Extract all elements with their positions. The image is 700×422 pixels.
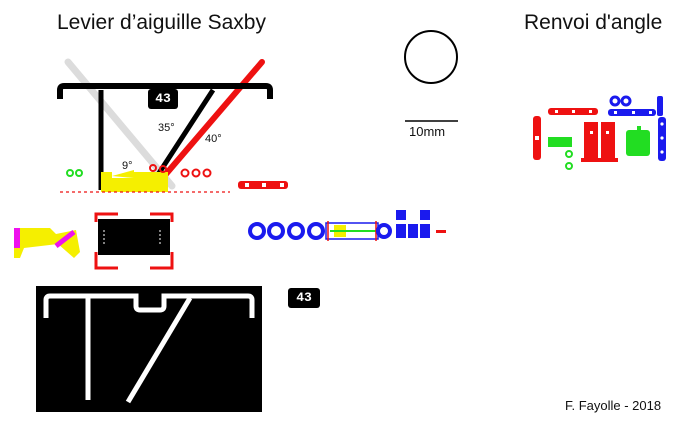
base-pin-ring — [149, 164, 157, 172]
red-bracket — [94, 252, 118, 270]
title-saxby-lever: Levier d’aiguille Saxby — [57, 11, 266, 34]
blue-ring — [609, 95, 621, 107]
lever-frame-arch — [57, 83, 273, 99]
angle-label-35: 35° — [158, 122, 175, 134]
template-frame-outline — [43, 293, 255, 318]
blue-washer — [267, 222, 285, 240]
lever-frame-template — [36, 286, 262, 412]
black-lever-box — [98, 219, 170, 255]
green-ring — [565, 150, 573, 158]
blue-ring — [620, 95, 632, 107]
scale-label: 10mm — [409, 124, 446, 139]
blue-washer — [307, 222, 325, 240]
red-ring — [202, 168, 212, 178]
red-bracket — [150, 252, 174, 270]
yellow-base-part — [14, 228, 80, 258]
red-bar — [584, 122, 598, 162]
red-pin — [436, 230, 446, 233]
blue-post — [657, 96, 663, 116]
blue-block — [408, 224, 418, 238]
green-ring — [565, 162, 573, 170]
lever-number-plate-template: 43 — [288, 288, 320, 308]
saxby-lever-assembly — [57, 58, 288, 193]
blue-washer — [376, 223, 392, 239]
angle-bellcrank-parts — [533, 95, 666, 170]
credit-text: F. Fayolle - 2018 — [565, 398, 662, 413]
red-bracket — [150, 212, 174, 222]
title-angle-bellcrank: Renvoi d'angle — [524, 11, 663, 34]
blue-washer — [287, 222, 305, 240]
lever-number-plate: 43 — [148, 89, 178, 109]
scale-circle — [404, 30, 458, 84]
green-ring — [66, 169, 74, 177]
green-ring — [75, 169, 83, 177]
angle-label-9: 9° — [122, 160, 133, 172]
red-ring — [180, 168, 190, 178]
magenta-tab — [14, 228, 20, 248]
red-bar — [601, 122, 615, 162]
template-lever-slot — [125, 296, 193, 404]
lever-base-yellow — [101, 172, 168, 192]
blue-block — [396, 224, 406, 238]
angle-label-40: 40° — [205, 133, 222, 145]
blue-block — [420, 210, 430, 220]
green-block — [548, 137, 572, 147]
green-plate — [626, 130, 650, 156]
red-ring — [191, 168, 201, 178]
base-pin-ring — [159, 165, 167, 173]
parts-row — [14, 210, 446, 270]
magenta-strip — [54, 230, 76, 248]
blue-washer — [248, 222, 266, 240]
blue-block — [396, 210, 406, 220]
red-bracket — [94, 212, 118, 222]
blue-block — [420, 224, 430, 238]
template-background — [36, 286, 262, 412]
